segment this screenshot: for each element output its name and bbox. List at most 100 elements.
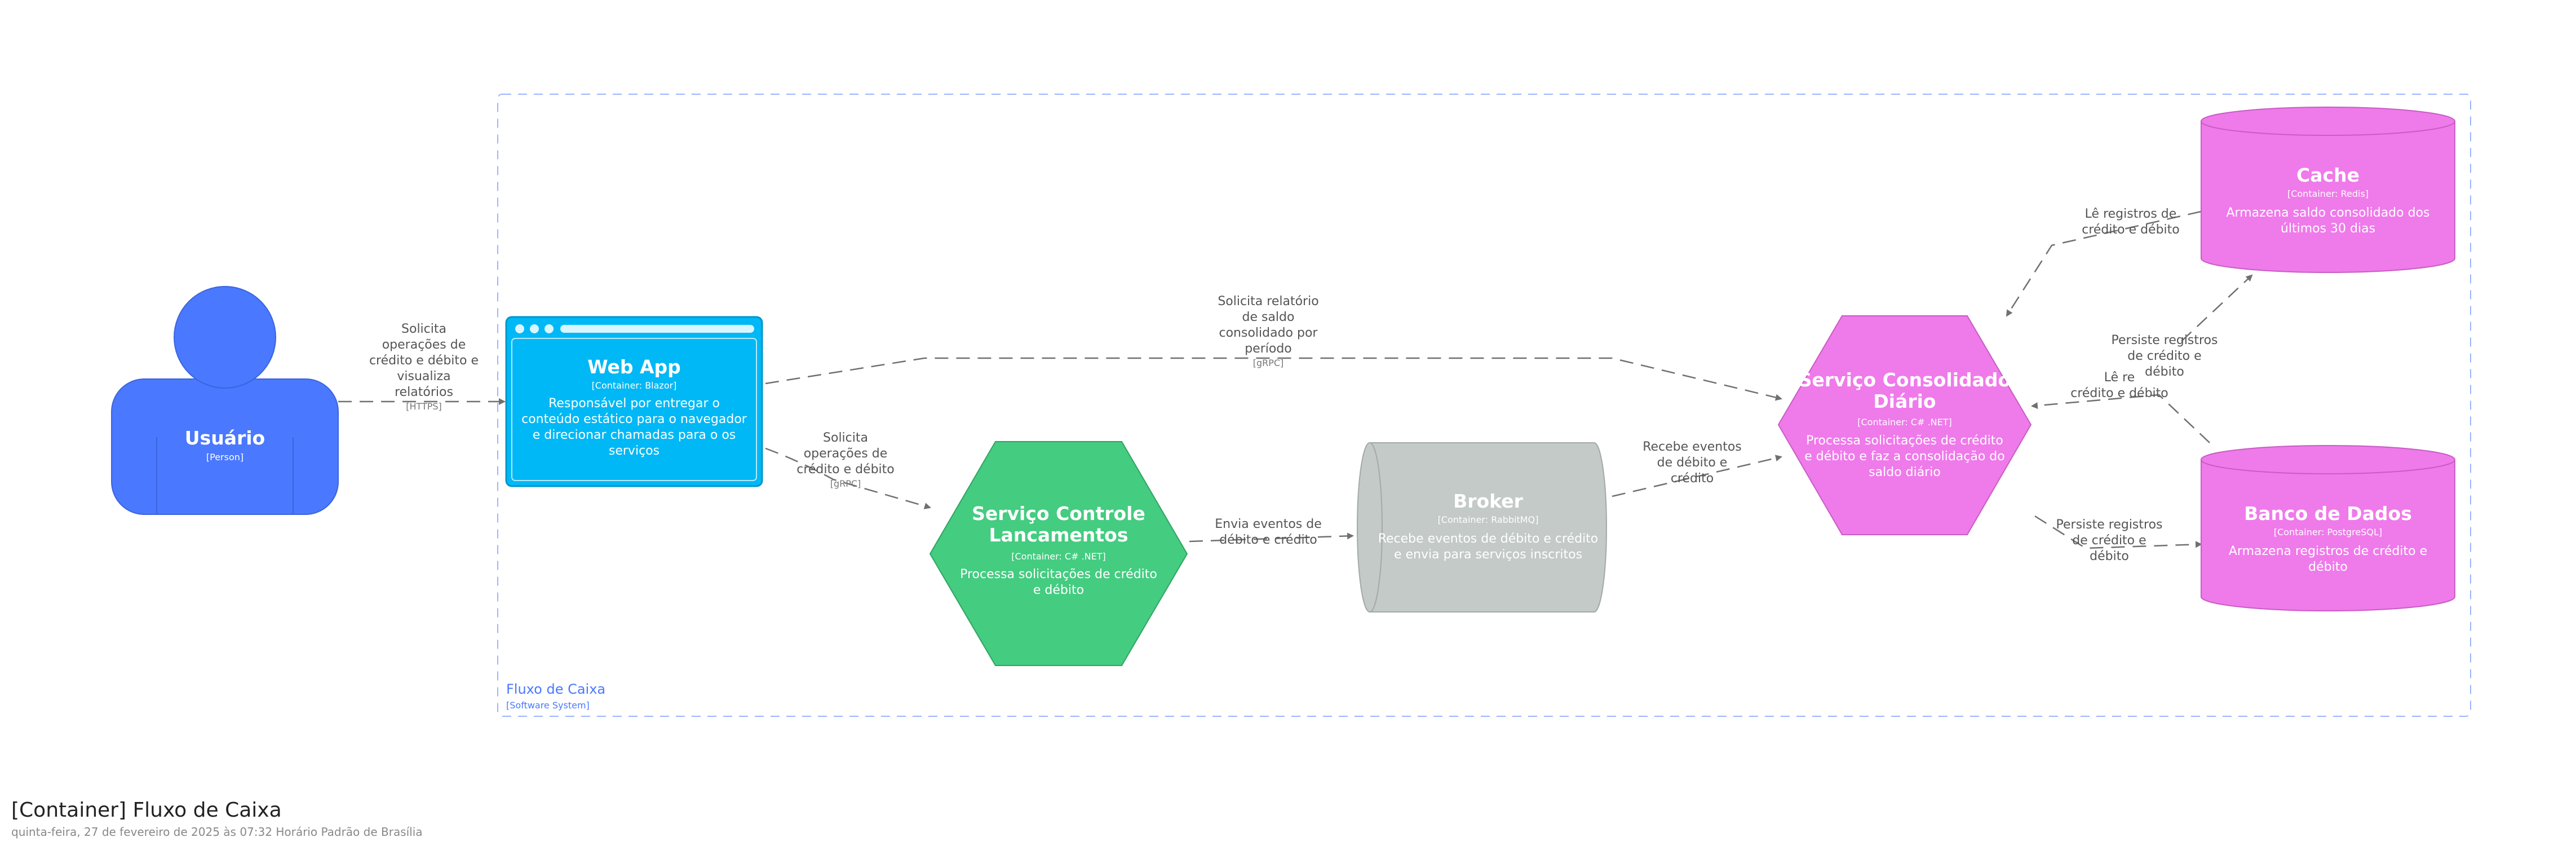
person-head — [174, 286, 276, 389]
relation-webapp-consolidado — [765, 357, 1782, 401]
boundary-border — [497, 94, 2471, 717]
database-banco[interactable]: Banco de Dados [Container: PostgreSQL] A… — [2201, 445, 2455, 611]
person-usuario[interactable]: Usuário [Person] — [111, 286, 339, 515]
relation-label-line: de crédito e — [2127, 349, 2201, 363]
relation-label-line: débito — [2145, 365, 2184, 379]
controle-name-line: Lancamentos — [989, 524, 1128, 546]
relation-label-line: crédito — [1671, 472, 1714, 486]
consolidado-description-line: Processa solicitações de crédito — [1806, 434, 2003, 448]
banco-cylinder-top — [2201, 445, 2455, 474]
controle-hexagon — [929, 441, 1188, 666]
database-cache[interactable]: Cache [Container: Redis] Armazena saldo … — [2201, 107, 2455, 273]
relations — [338, 210, 2253, 549]
relation-label-line: crédito e débito — [2082, 223, 2180, 237]
relation-broker-consolidado — [1612, 455, 1782, 497]
relation-label-line: Solicita — [401, 322, 446, 336]
relation-technology: [gRPC] — [1253, 358, 1284, 368]
window-dot-2-icon — [530, 324, 539, 333]
banco-description-line: débito — [2308, 560, 2348, 574]
consolidado-description-line: e débito e faz a consolidação do — [1804, 450, 2005, 464]
relation-technology: [HTTPS] — [406, 401, 442, 412]
webapp-description-line: conteúdo estático para o navegador — [521, 412, 747, 426]
webapp-description-line: serviços — [609, 444, 660, 458]
relation-webapp-controle — [765, 447, 931, 509]
relation-label-line: operações de — [382, 338, 466, 352]
relation-label-line: Solicita — [823, 431, 868, 445]
container-webapp[interactable]: Web App [Container: Blazor] Responsável … — [505, 316, 763, 487]
relation-label-line: crédito e débito — [2070, 386, 2168, 400]
relation-label-r6: Lê registros de crédito e débito — [2082, 207, 2180, 237]
relation-technology: [gRPC] — [830, 478, 861, 489]
window-content-area — [511, 338, 757, 481]
consolidado-name-line: Serviço Consolidado — [1799, 369, 2011, 391]
relation-label-line: crédito e débito e — [369, 354, 479, 368]
cache-cylinder — [2201, 121, 2455, 273]
relation-label-line: Envia eventos de — [1215, 517, 1322, 531]
relation-consolidado-cache-persist — [2181, 274, 2253, 342]
cache-name: Cache — [2296, 164, 2360, 186]
diagram-title: [Container] Fluxo de Caixa — [11, 799, 282, 822]
broker-description-line: Recebe eventos de débito e crédito — [1378, 532, 1599, 546]
usuario-name: Usuário — [185, 427, 265, 449]
cache-description-line: últimos 30 dias — [2281, 222, 2375, 236]
relation-label-line: crédito e débito — [796, 462, 895, 477]
relation-label-line: de crédito e — [2072, 534, 2146, 548]
consolidado-type: [Container: C# .NET] — [1857, 417, 1951, 428]
banco-cylinder — [2201, 459, 2455, 611]
boundary-type: [Software System] — [506, 700, 590, 711]
relation-consolidado-banco-persist — [2034, 515, 2202, 549]
relation-label-line: Recebe eventos — [1643, 440, 1742, 454]
relation-label-line: Lê registros de — [2085, 207, 2177, 221]
controle-type: [Container: C# .NET] — [1011, 551, 1105, 562]
banco-description-line: Armazena registros de crédito e — [2229, 544, 2427, 558]
window-address-bar — [560, 325, 754, 333]
consolidado-name-line: Diário — [1873, 390, 1936, 412]
relation-label-line: visualiza — [397, 369, 450, 384]
cache-cylinder-top — [2201, 107, 2455, 136]
relation-label-line: débito — [2090, 549, 2129, 563]
relation-label-line: Persiste registros — [2112, 333, 2218, 347]
broker-cylinder — [1357, 442, 1607, 613]
controle-description-line: e débito — [1033, 583, 1084, 597]
broker-name: Broker — [1453, 490, 1524, 512]
controle-name-line: Serviço Controle — [972, 503, 1145, 525]
relation-label-line: de débito e — [1657, 456, 1728, 470]
diagram-subtitle: quinta-feira, 27 de fevereiro de 2025 às… — [11, 825, 423, 839]
system-boundary: Fluxo de Caixa [Software System] — [497, 94, 2471, 717]
relation-consolidado-cache — [2006, 210, 2202, 317]
banco-description: Armazena registros de crédito e débito — [2229, 544, 2427, 574]
relation-label-r7: Persiste registros de crédito e débito — [2112, 333, 2218, 379]
consolidado-hexagon — [1777, 315, 2032, 535]
banco-type: [Container: PostgreSQL] — [2274, 527, 2382, 537]
broker-type: [Container: RabbitMQ] — [1438, 514, 1539, 525]
webapp-description-line: Responsável por entregar o — [548, 396, 720, 411]
consolidado-description: Processa solicitações de crédito e débito… — [1804, 434, 2005, 479]
webapp-name: Web App — [587, 356, 681, 378]
webapp-window — [505, 316, 763, 487]
relation-label-line: operações de — [804, 447, 888, 461]
relation-label-line: Persiste registros — [2056, 518, 2163, 532]
broker-cylinder-edge — [1369, 442, 1383, 613]
relation-consolidado-banco-read — [2031, 394, 2210, 443]
relation-label-line: Solicita relatório — [1218, 294, 1318, 309]
relation-label-line: de saldo — [1242, 310, 1295, 324]
relation-label-line: Lê re — [2104, 371, 2135, 385]
boundary-name: Fluxo de Caixa — [506, 681, 605, 697]
relation-controle-broker — [1189, 532, 1354, 543]
relation-label-line: período — [1245, 342, 1292, 356]
container-broker[interactable]: Broker [Container: RabbitMQ] Recebe even… — [1357, 442, 1607, 613]
